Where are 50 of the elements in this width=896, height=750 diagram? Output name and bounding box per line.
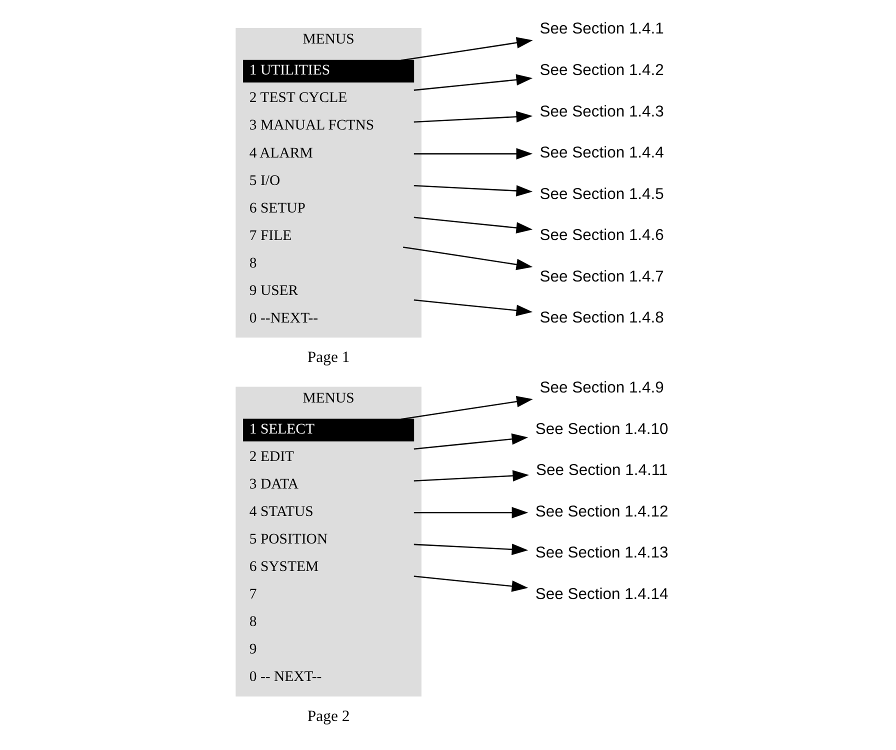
node-text: 6 SYSTEM	[248, 559, 318, 576]
node-text: See Section 1.4.10	[534, 420, 668, 438]
node-text: 8	[248, 614, 256, 630]
node-text: See Section 1.4.8	[539, 310, 664, 327]
arrow	[413, 544, 528, 556]
node-text: See Section 1.4.14	[534, 586, 668, 603]
arrow	[413, 74, 532, 91]
node-text: See Section 1.4.2	[539, 62, 664, 79]
node-text: 2 EDIT	[248, 449, 294, 466]
node-text: 0 -- NEXT--	[248, 669, 322, 686]
node-label: Page 1	[306, 349, 350, 366]
arrow	[413, 576, 528, 592]
node-text: 4 ALARM	[248, 145, 312, 162]
node-text: 2 TEST CYCLE	[248, 90, 347, 106]
node-text: See Section 1.4.6	[539, 227, 664, 244]
node-text: See Section 1.4.4	[539, 144, 664, 162]
node-text: See Section 1.4.12	[534, 503, 668, 520]
arrow	[413, 216, 532, 234]
node-text: 4 STATUS	[248, 504, 313, 520]
node-text: See Section 1.4.11	[536, 462, 668, 480]
arrow	[413, 299, 532, 316]
arrow	[413, 506, 528, 518]
node-text: 0 --NEXT--	[248, 310, 318, 326]
node-box: 1 SELECT	[242, 418, 414, 442]
node-text: See Section 1.4.7	[539, 268, 664, 286]
node-text: 5 I/O	[248, 172, 280, 189]
node-text: 8	[248, 255, 256, 272]
arrow	[413, 470, 529, 482]
node-text: See Section 1.4.13	[534, 544, 668, 562]
arrow	[402, 246, 532, 270]
node-text: See Section 1.4.3	[539, 103, 664, 120]
arrow	[413, 433, 528, 450]
node-box: 1 UTILITIES	[242, 60, 414, 83]
node-text: See Section 1.4.1	[539, 20, 664, 38]
node-text: 5 POSITION	[248, 532, 328, 548]
node-text: 6 SETUP	[248, 200, 306, 216]
arrow	[413, 148, 532, 160]
arrow	[400, 37, 532, 61]
node-text: See Section 1.4.9	[539, 380, 664, 396]
node-text: See Section 1.4.5	[539, 186, 664, 203]
node-text: 9 USER	[248, 282, 298, 299]
node-text: 7 FILE	[248, 228, 292, 244]
arrow	[413, 111, 532, 123]
node-text: 7	[248, 586, 256, 603]
node-text: 3 DATA	[248, 476, 298, 493]
node-text: 3 MANUAL FCTNS	[248, 118, 374, 134]
node-text: 9	[248, 642, 256, 658]
node-label: Page 2	[306, 708, 350, 725]
arrow	[413, 184, 532, 197]
arrow	[400, 396, 532, 420]
